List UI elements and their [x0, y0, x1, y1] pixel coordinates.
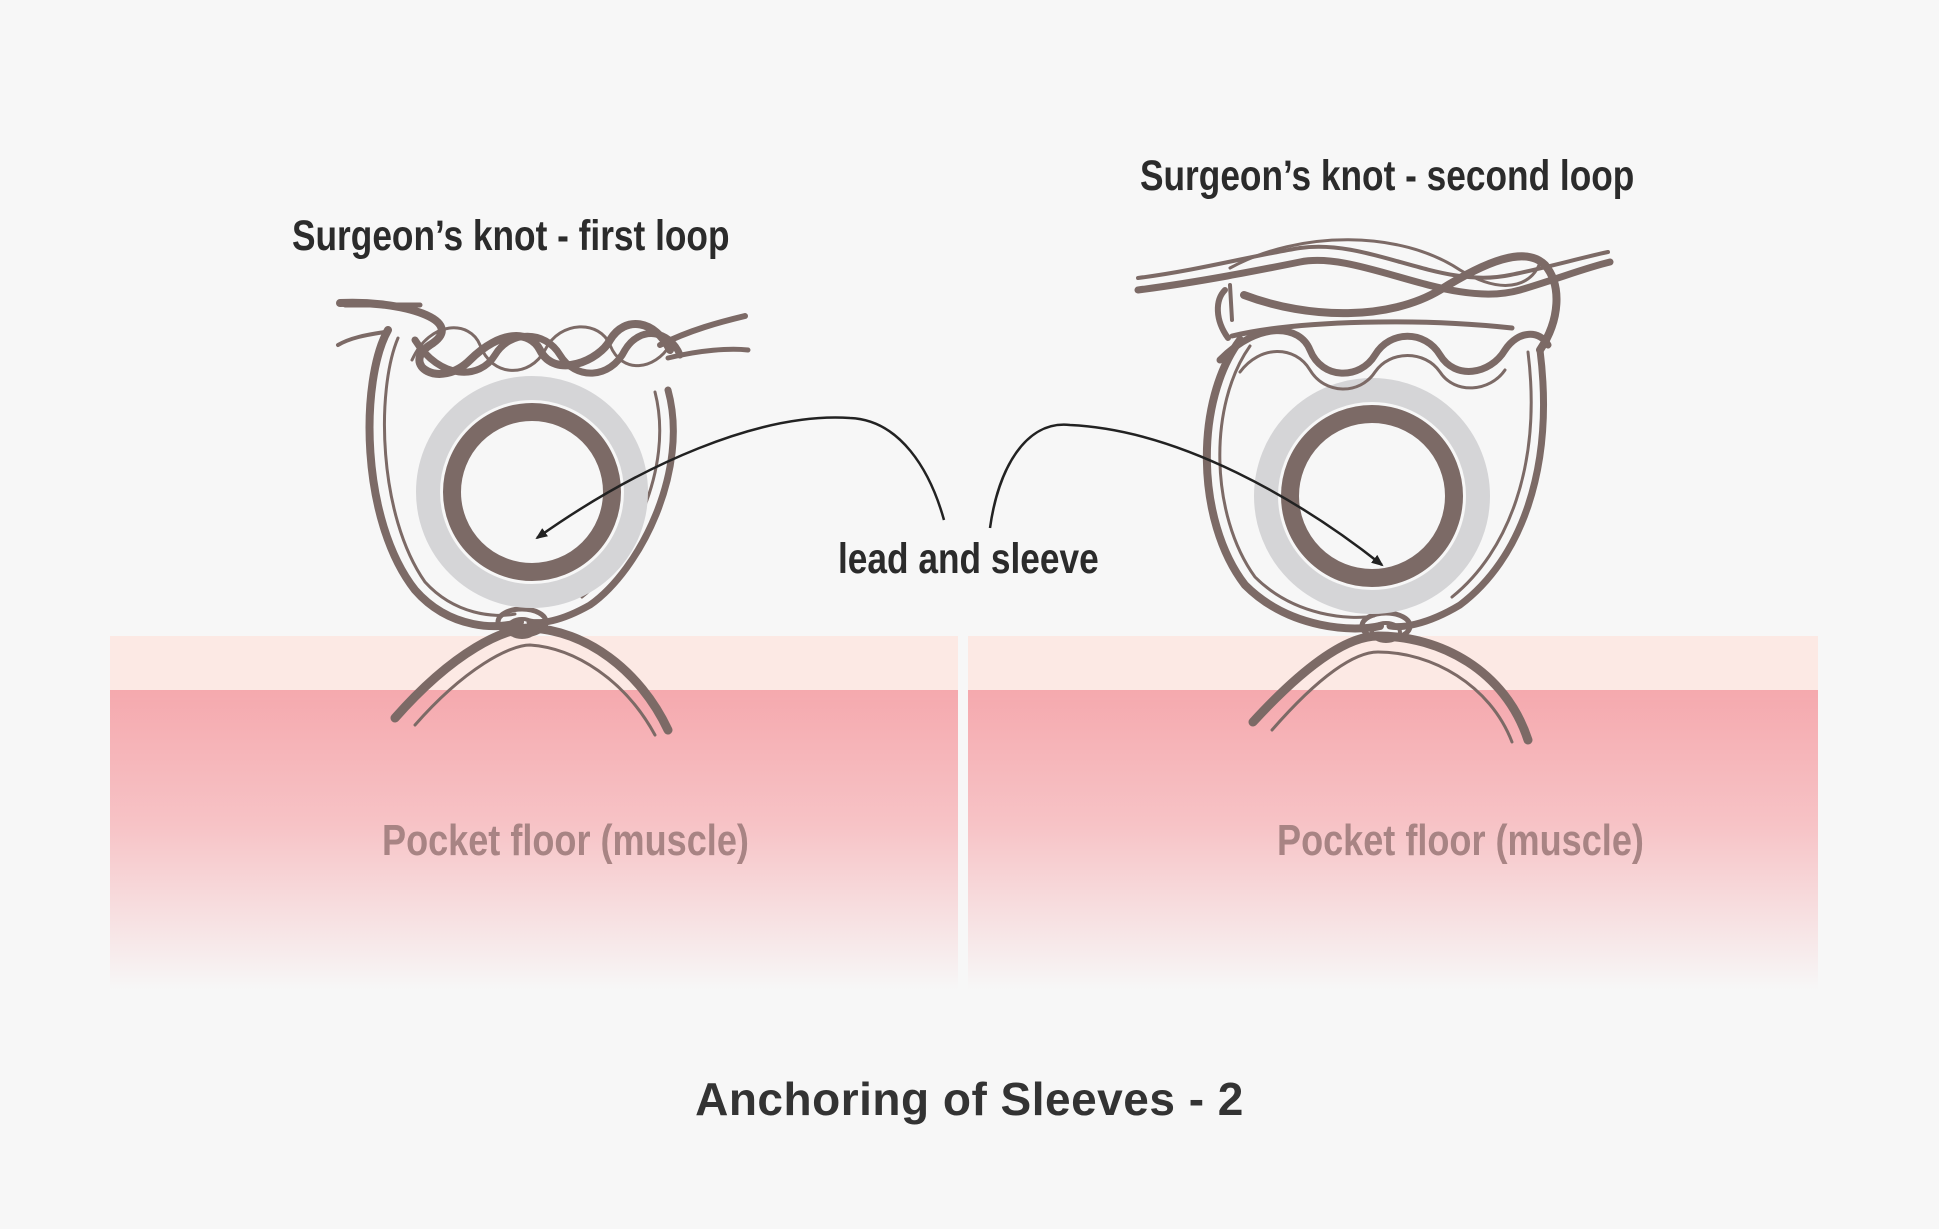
sleeve-ring-right	[1254, 378, 1490, 614]
tissue-panel-left	[110, 636, 958, 990]
muscle-layer-right	[968, 690, 1818, 990]
arrow-to-right-lead	[988, 423, 1384, 567]
pocket-floor-label-left: Pocket floor (muscle)	[382, 816, 749, 865]
right-knot-label: Surgeon’s knot - second loop	[1140, 152, 1635, 200]
left-knot-label: Surgeon’s knot - first loop	[292, 212, 730, 260]
knot-illustration-left	[336, 298, 751, 737]
anchor-stitch-left	[390, 623, 673, 735]
tissue-panel-right	[968, 636, 1818, 990]
sleeve-ring-left	[416, 376, 648, 608]
skin-layer-right	[968, 636, 1818, 692]
figure-title: Anchoring of Sleeves - 2	[695, 1073, 1244, 1125]
arrow-to-left-lead	[535, 416, 946, 540]
lead-ring-left	[443, 403, 621, 581]
pocket-floor-label-right: Pocket floor (muscle)	[1277, 816, 1644, 865]
lead-ring-right	[1281, 405, 1463, 587]
muscle-layer-left	[110, 690, 958, 990]
lead-and-sleeve-label: lead and sleeve	[838, 535, 1099, 583]
knot-illustration-right	[1134, 238, 1614, 745]
